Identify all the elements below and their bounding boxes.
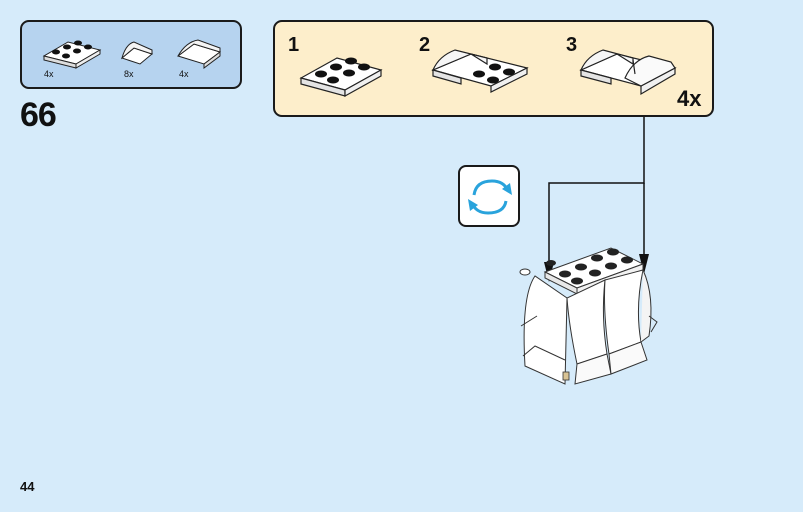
part-qty-1: 4x (44, 69, 54, 79)
substep-1-plate-icon (299, 57, 383, 98)
substep-1-number: 1 (288, 34, 300, 56)
slope-curved-small-icon (120, 41, 154, 65)
plate-2x3-icon (42, 40, 102, 69)
subassembly-multiplier: 4x (677, 86, 702, 111)
substep-2-assembly-icon (431, 49, 529, 93)
model-illustration (519, 247, 658, 385)
substep-3-assembly-icon (579, 49, 677, 96)
parts-callout: 4x 8x 4x (20, 20, 242, 89)
page-number: 44 (20, 479, 35, 494)
substep-2-number: 2 (419, 34, 431, 56)
rotate-arrows-icon (468, 179, 512, 215)
step-number: 66 (20, 96, 57, 134)
subassembly-callout: 1 2 3 4x (273, 20, 714, 117)
substep-3-number: 3 (566, 34, 578, 56)
slope-curved-large-icon (176, 39, 222, 69)
part-qty-3: 4x (179, 69, 189, 79)
part-qty-2: 8x (124, 69, 134, 79)
rotate-indicator (458, 165, 520, 227)
